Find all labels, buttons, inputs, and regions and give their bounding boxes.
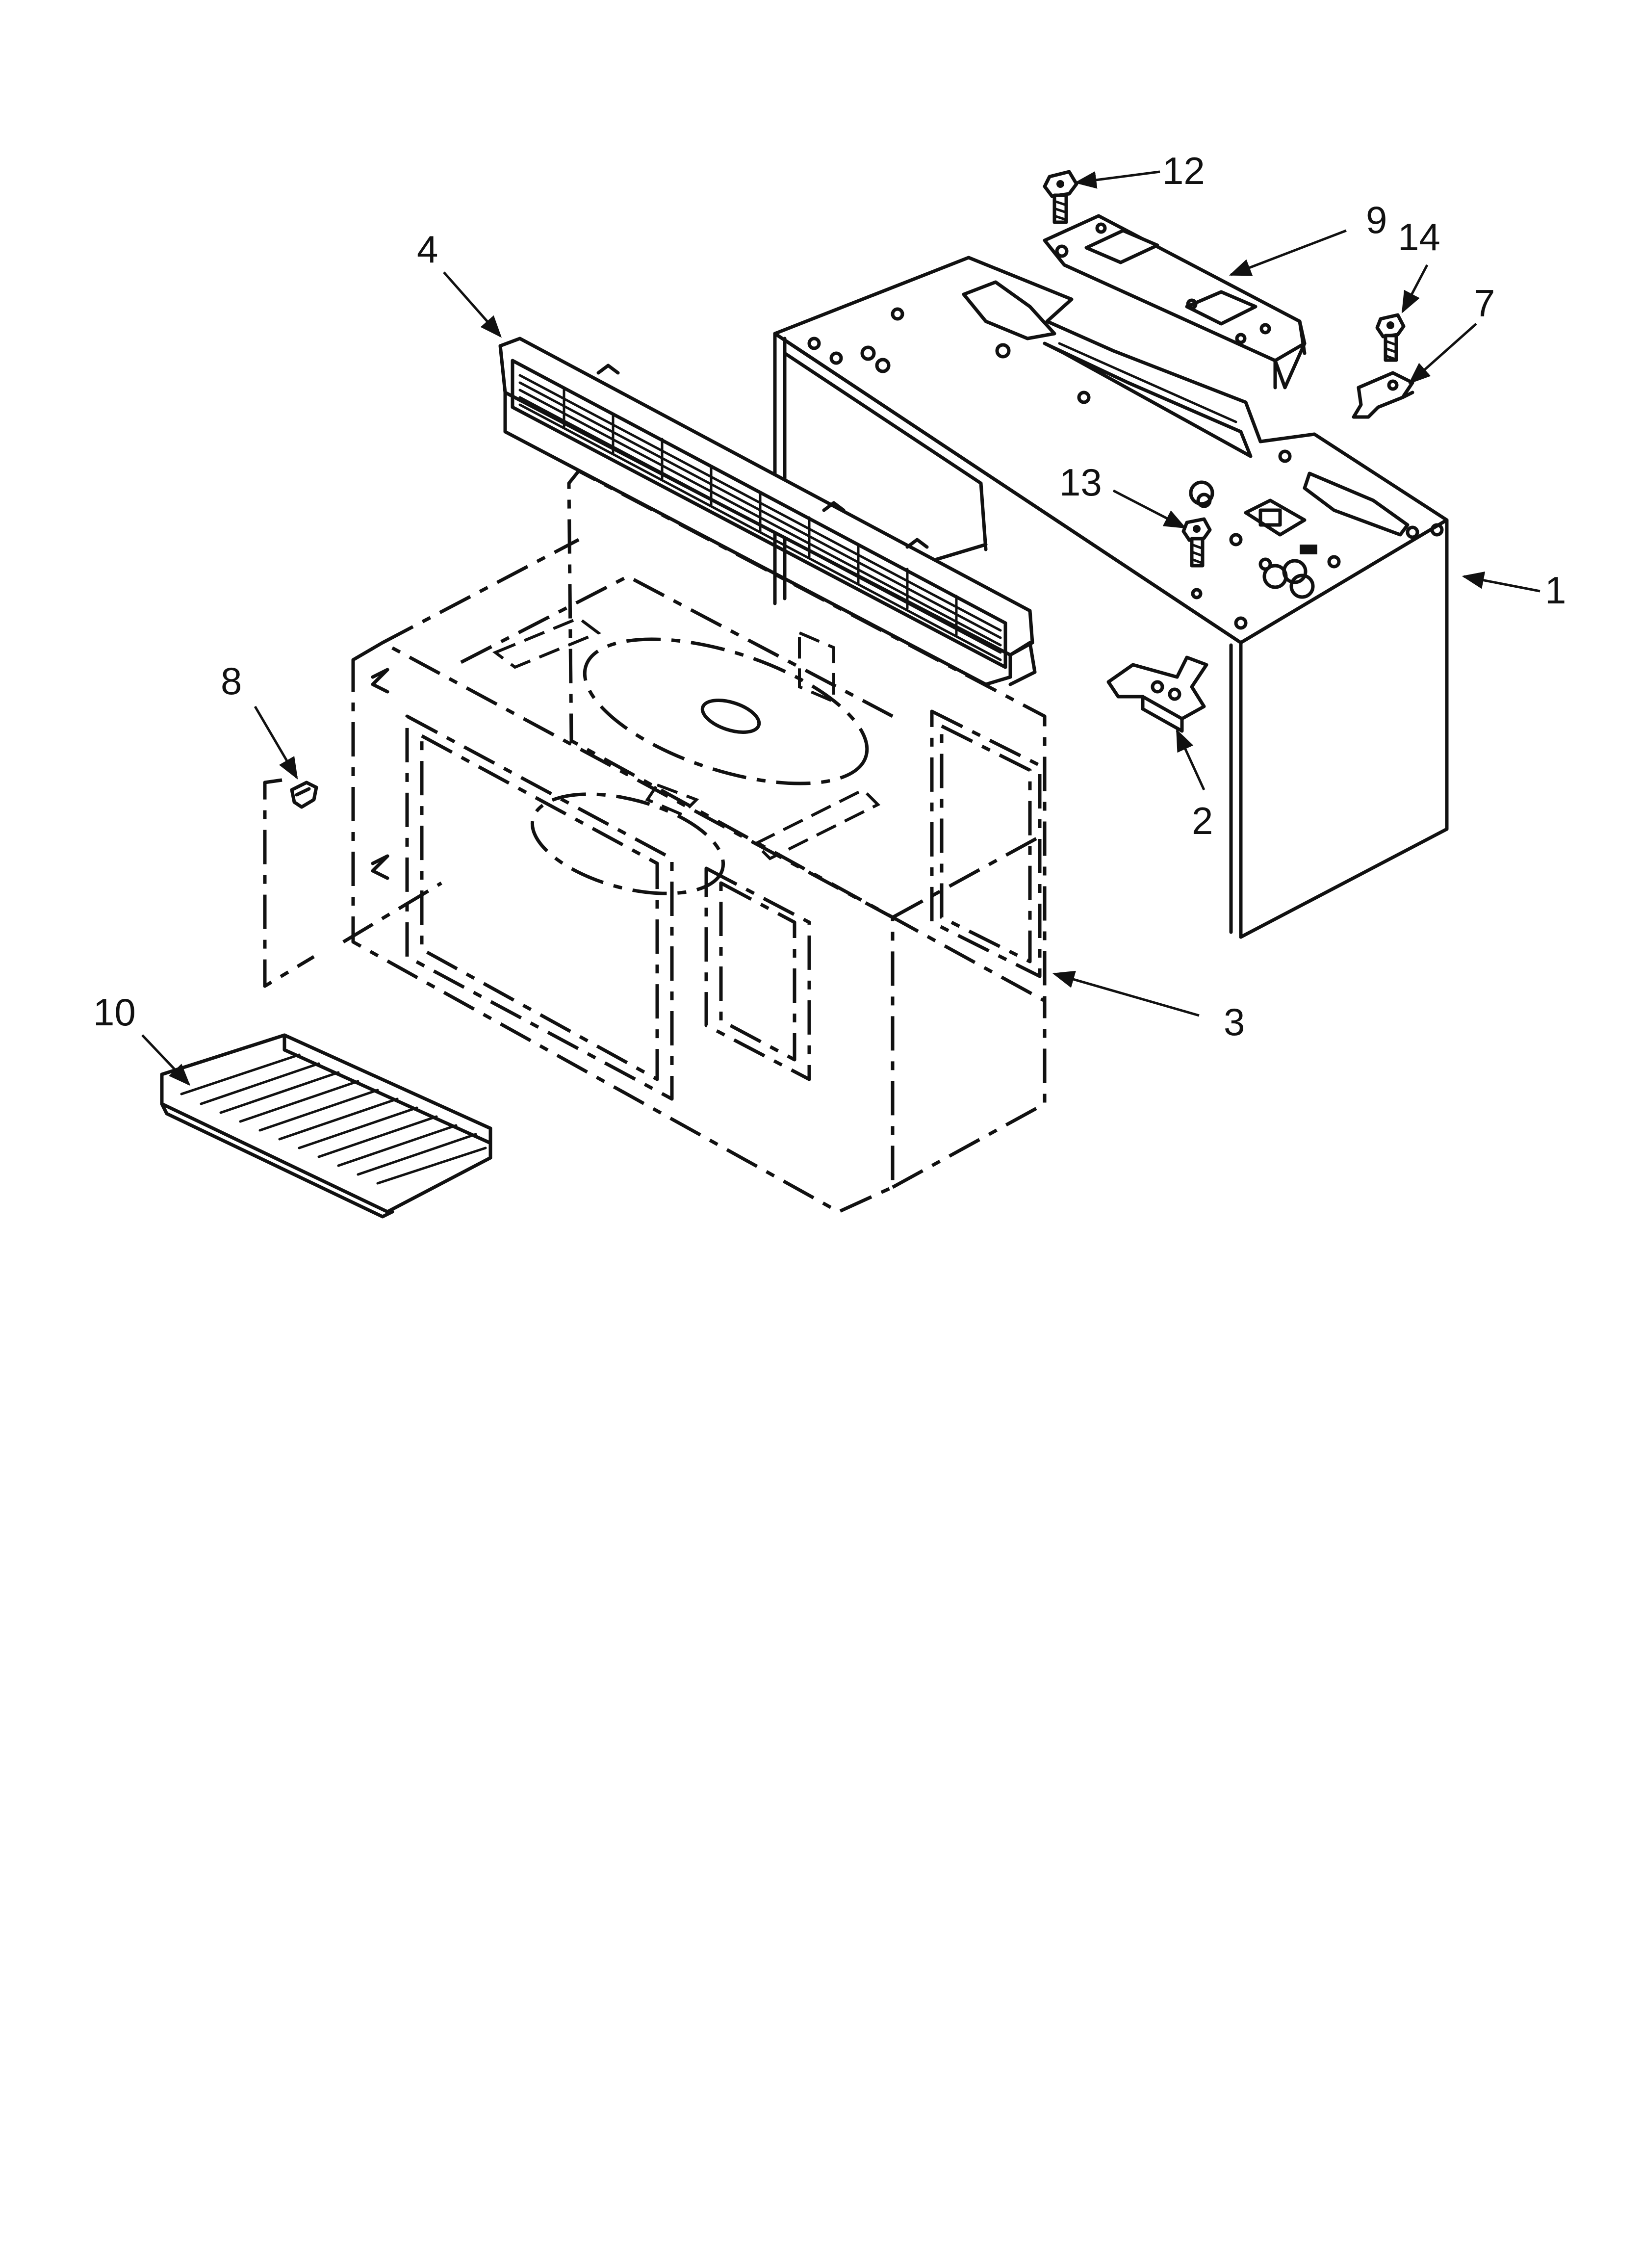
callout-8: 8	[221, 659, 242, 703]
part-13-screw[interactable]	[1181, 517, 1212, 568]
part-10-grease-filter[interactable]	[160, 1033, 492, 1219]
callout-9: 9	[1366, 198, 1387, 241]
leader-lines	[141, 170, 1540, 1086]
part-2-mounting-bracket[interactable]	[1106, 655, 1208, 733]
part-9-top-bracket[interactable]	[1043, 214, 1307, 390]
part-4-vent-grille[interactable]	[498, 337, 1037, 686]
callout-3: 3	[1224, 1000, 1245, 1043]
callout-12: 12	[1162, 149, 1205, 192]
part-12-screw[interactable]	[1043, 170, 1078, 224]
callout-labels: 1 2 3 4 7 8 9 10 12 13 14	[93, 149, 1566, 1043]
callout-7: 7	[1474, 282, 1495, 325]
part-14-screw[interactable]	[1375, 313, 1406, 362]
callout-10: 10	[93, 991, 136, 1034]
grille-slats	[518, 374, 1002, 661]
callout-4: 4	[417, 228, 438, 271]
part-1-outer-cabinet[interactable]	[773, 256, 1449, 939]
part-3-oven-cavity[interactable]	[351, 469, 1047, 1214]
callout-2: 2	[1192, 799, 1213, 842]
callout-14: 14	[1398, 215, 1440, 259]
part-7-clip-bracket[interactable]	[1352, 371, 1414, 419]
part-8-clip[interactable]	[263, 778, 442, 988]
callout-13: 13	[1059, 461, 1102, 504]
callout-1: 1	[1545, 569, 1566, 612]
filter-ribs	[180, 1053, 487, 1185]
